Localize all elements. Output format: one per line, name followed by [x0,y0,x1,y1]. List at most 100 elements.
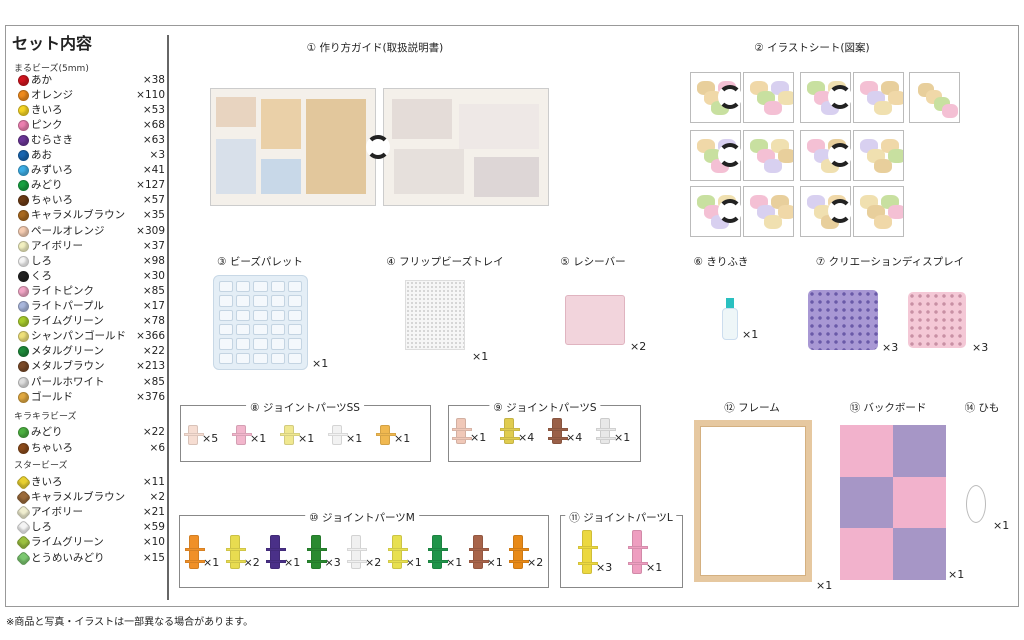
bead-name: アイボリー [31,505,83,518]
backboard [840,425,946,580]
joint-part-flange [306,547,327,551]
bead-name: オレンジ [31,88,73,101]
bead-icon [18,346,29,358]
joint-part-qty: ×1 [298,432,315,445]
bead-icon [18,165,29,177]
bead-list-item: ピンク×68 [18,118,165,133]
bead-list-item: アイボリー×21 [15,504,165,521]
bead-name: ちゃいろ [31,194,73,207]
joint-part-flange [596,428,616,432]
joint-part-icon [578,530,598,574]
rotate-icon [718,85,742,109]
bead-name: とうめいみどり [31,551,105,564]
backboard-title: ⑬ バックボード [845,400,931,415]
bead-count: ×22 [142,345,165,358]
bead-list-item: ちゃいろ×6 [18,441,165,456]
joint-part-qty: ×3 [596,561,613,574]
joint-part: ×3 [306,535,341,569]
palette-well [236,295,251,307]
joint-part-qty: ×1 [203,556,220,569]
bead-name: ライムグリーン [31,536,104,549]
frame-title: ⑫ フレーム [720,400,784,415]
bead-count: ×2 [149,490,165,503]
joint-part-icon [185,535,205,569]
sheet-pattern [778,149,793,163]
bead-name: パールホワイト [31,375,105,388]
bead-count: ×68 [142,118,165,131]
bead-list-item: くろ×30 [18,269,165,284]
joint-part-flange [578,546,598,550]
bead-name: しろ [31,254,52,267]
joint-part-flange [628,561,648,565]
palette-well [219,323,234,336]
receiver-title: ⑤ レシーバー [556,254,630,269]
joint-part-qty: ×1 [470,431,487,444]
palette-well [270,323,285,336]
joint-part-icon [280,425,300,445]
bead-count: ×85 [142,284,165,297]
bead-count: ×41 [142,164,165,177]
bead-name: ライトピンク [31,284,94,297]
bead-list-item: しろ×98 [18,254,165,269]
joint-part-flange [500,428,520,432]
joint-part-flange [266,547,286,551]
bead-list-item: むらさき×63 [18,133,165,148]
palette-well [270,281,285,293]
bead-name: キャラメルブラウン [31,490,126,503]
palette-well [219,281,234,293]
joint-part-icon [548,418,568,444]
joint-part-qty: ×1 [346,432,363,445]
guide-title: ① 作り方ガイド(取扱説明書) [302,40,448,55]
bead-name: むらさき [31,133,73,146]
joint-part-flange [468,547,489,551]
bead-group-label: まるビーズ(5mm) [14,64,89,74]
illust-sheet [853,72,904,123]
illust-sheet [909,72,960,123]
joint-part-flange [428,547,448,551]
bead-icon [18,391,29,403]
joint-part-flange [376,433,396,436]
joint-part: ×5 [184,425,218,445]
joint-part-icon [452,418,472,444]
joint-part-flange [347,547,367,551]
bead-name: ゴールド [31,390,73,403]
bead-list-item: キャラメルブラウン×35 [18,208,165,223]
bead-list-item: ライトピンク ×85 [18,284,165,299]
bead-count: ×57 [142,194,165,207]
frame-qty: ×1 [816,579,833,592]
palette-title: ③ ビーズパレット [213,254,307,269]
joint-ss-title: ⑧ ジョイントパーツSS [246,400,364,415]
bead-icon [18,210,29,222]
bead-icon [18,270,29,282]
illust-sheet [853,130,904,181]
bead-icon [18,426,29,438]
sheet-pattern [888,91,903,105]
joint-part: ×1 [428,535,462,569]
joint-part-flange [500,437,520,441]
palette-well [287,338,302,350]
sheet-pattern [874,215,892,229]
palette-well [236,323,251,336]
joint-part-flange [328,433,348,436]
backboard-panel [893,476,946,529]
joint-part: ×1 [328,425,363,445]
palette-well [287,352,302,364]
palette-well [270,295,285,307]
display-purple-qty: ×3 [882,341,899,354]
frame [694,420,812,582]
palette-well [287,309,302,321]
joint-part-qty: ×1 [250,432,267,445]
bead-icon [18,89,29,101]
bead-count: ×37 [142,239,165,252]
bead-count: ×17 [142,300,165,312]
palette-well [270,338,285,350]
flip-bead-tray [405,280,465,350]
sprayer-cap [726,298,734,308]
star-bead-icon [15,535,32,551]
bead-list-item: ペールオレンジ×309 [18,224,165,239]
backboard-qty: ×1 [948,568,965,581]
bead-icon [18,119,29,131]
sheet-pattern [942,104,958,118]
bead-count: ×15 [142,551,165,564]
rotate-icon [828,85,852,109]
